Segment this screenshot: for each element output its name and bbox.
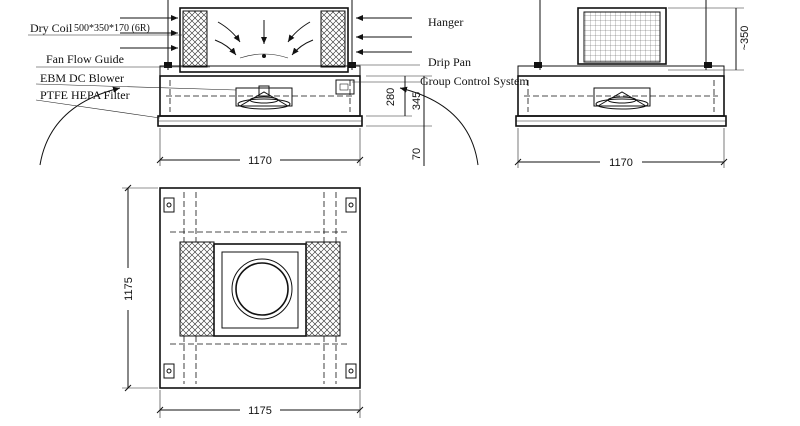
top-outline [159, 187, 361, 389]
dim-front-280-label: 280 [385, 88, 397, 106]
dim-top-height-label: 1175 [123, 277, 135, 301]
dim-front-heights: 280 345 70 [366, 75, 432, 166]
label-fan-flow-guide: Fan Flow Guide [46, 52, 124, 66]
top-coil-right [305, 241, 341, 337]
label-drip-pan: Drip Pan [428, 55, 471, 69]
label-dry-coil-size: 500*350*170 (6R) [74, 23, 150, 34]
dim-front-width: 1170 [156, 128, 364, 167]
label-ptfe-hepa-filter: PTFE HEPA Filter [40, 88, 130, 102]
corner-hangers [163, 197, 357, 379]
coil-left [182, 10, 208, 68]
internal-flow-arrows [214, 20, 314, 59]
left-pointer-arrows [120, 15, 178, 51]
blower-side [593, 87, 651, 110]
label-ebm-dc-blower: EBM DC Blower [40, 71, 124, 85]
dim-side-height: ~350 [668, 7, 751, 71]
top-blower-housing [213, 243, 307, 337]
label-dry-coil: Dry Coil [30, 21, 73, 35]
blower-outer-circle [231, 258, 293, 320]
label-group-control-system: Group Control System [420, 74, 529, 88]
top-view: 1175 1175 [121, 184, 364, 418]
front-view: Dry Coil 500*350*170 (6R) Fan Flow Guide… [28, 0, 529, 167]
top-coil-left [179, 241, 215, 337]
dim-side-350-label: ~350 [739, 26, 751, 51]
right-pointer-arrows [356, 15, 412, 55]
blower-front [235, 85, 293, 110]
side-coil-housing [577, 7, 667, 65]
dim-side-width: 1170 [514, 128, 728, 169]
side-coil-grid [583, 11, 661, 63]
side-unit-body [517, 75, 725, 117]
label-hanger: Hanger [428, 15, 463, 29]
dim-top-height: 1175 [121, 184, 158, 392]
dim-front-width-label: 1170 [248, 155, 272, 167]
blower-inner-circle [235, 262, 289, 316]
dim-front-70-label: 70 [411, 148, 423, 160]
air-flow-curve-right [399, 86, 479, 166]
side-view: 1170 ~350 [514, 0, 751, 169]
dim-side-width-label: 1170 [609, 157, 633, 169]
dim-top-width-label: 1175 [248, 405, 272, 417]
dim-front-345-label: 345 [411, 92, 423, 110]
coil-housing [179, 7, 349, 73]
dim-top-width: 1175 [156, 390, 364, 418]
coil-right [320, 10, 346, 68]
air-flow-curve-left [39, 86, 121, 166]
control-box [335, 79, 355, 95]
